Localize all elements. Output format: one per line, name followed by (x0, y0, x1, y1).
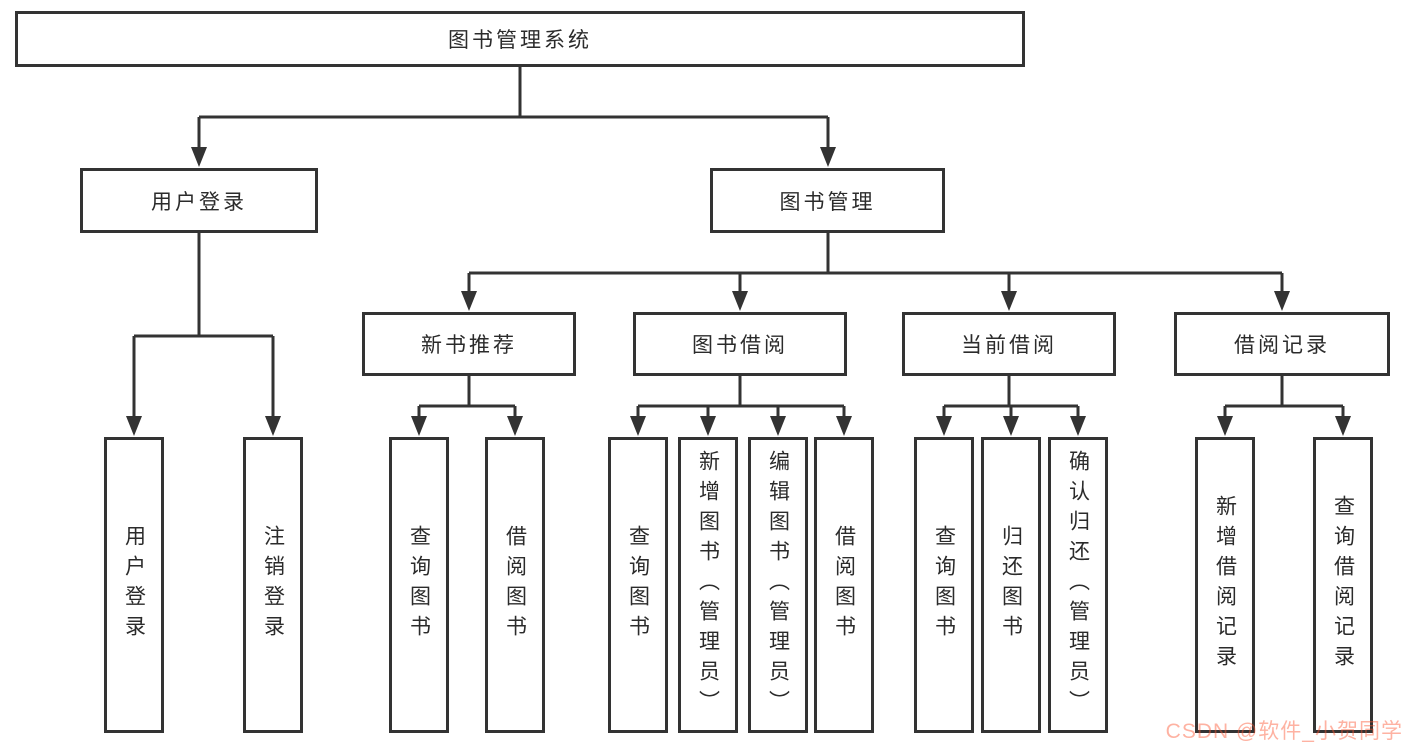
node-new-book-recommend-label: 新书推荐 (421, 334, 517, 357)
leaf-query-books-borrow-label: 查询图书 (626, 525, 650, 645)
node-root: 图书管理系统 (15, 11, 1025, 67)
node-borrow-records-label: 借阅记录 (1234, 334, 1330, 357)
arrow-icon (630, 416, 646, 436)
arrow-icon (732, 291, 748, 311)
node-user-login: 用户登录 (80, 168, 318, 233)
leaf-query-books-current-label: 查询图书 (932, 525, 956, 645)
leaf-add-borrow-record-label: 新增借阅记录 (1213, 495, 1237, 675)
node-current-borrowing-label: 当前借阅 (961, 334, 1057, 357)
node-borrow-records: 借阅记录 (1174, 312, 1390, 376)
leaf-query-books-borrow: 查询图书 (608, 437, 668, 733)
arrow-icon (1070, 416, 1086, 436)
leaf-query-books-recommend: 查询图书 (389, 437, 449, 733)
leaf-edit-book-admin: 编辑图书（管理员） (748, 437, 808, 733)
node-user-login-label: 用户登录 (151, 190, 247, 214)
leaf-add-borrow-record: 新增借阅记录 (1195, 437, 1255, 733)
arrow-icon (191, 147, 207, 167)
arrow-icon (770, 416, 786, 436)
arrow-icon (265, 416, 281, 436)
leaf-query-books-recommend-label: 查询图书 (407, 525, 431, 645)
leaf-user-login-label: 用户登录 (122, 525, 146, 645)
leaf-add-book-admin: 新增图书（管理员） (678, 437, 738, 733)
arrow-icon (126, 416, 142, 436)
node-root-label: 图书管理系统 (448, 29, 592, 52)
node-new-book-recommend: 新书推荐 (362, 312, 576, 376)
leaf-borrow-books-recommend-label: 借阅图书 (503, 525, 527, 645)
leaf-confirm-return-admin-label: 确认归还（管理员） (1066, 450, 1090, 720)
arrow-icon (1001, 291, 1017, 311)
arrow-icon (700, 416, 716, 436)
node-current-borrowing: 当前借阅 (902, 312, 1116, 376)
leaf-confirm-return-admin: 确认归还（管理员） (1048, 437, 1108, 733)
leaf-logout: 注销登录 (243, 437, 303, 733)
arrowheads (126, 147, 1351, 436)
watermark: CSDN @软件_小贺同学 (1165, 720, 1403, 743)
arrow-icon (507, 416, 523, 436)
leaf-borrow-books-label: 借阅图书 (832, 525, 856, 645)
leaf-query-borrow-record-label: 查询借阅记录 (1331, 495, 1355, 675)
node-book-borrowing-label: 图书借阅 (692, 334, 788, 357)
leaf-return-book-label: 归还图书 (999, 525, 1023, 645)
leaf-logout-label: 注销登录 (261, 525, 285, 645)
node-book-management-label: 图书管理 (779, 190, 876, 214)
leaf-return-book: 归还图书 (981, 437, 1041, 733)
leaf-borrow-books: 借阅图书 (814, 437, 874, 733)
arrow-icon (836, 416, 852, 436)
leaf-borrow-books-recommend: 借阅图书 (485, 437, 545, 733)
arrow-icon (461, 291, 477, 311)
leaf-query-borrow-record: 查询借阅记录 (1313, 437, 1373, 733)
leaf-user-login: 用户登录 (104, 437, 164, 733)
arrow-icon (411, 416, 427, 436)
node-book-management: 图书管理 (710, 168, 945, 233)
arrow-icon (1335, 416, 1351, 436)
leaf-query-books-current: 查询图书 (914, 437, 974, 733)
arrow-icon (1274, 291, 1290, 311)
arrow-icon (820, 147, 836, 167)
leaf-edit-book-admin-label: 编辑图书（管理员） (766, 450, 790, 720)
arrow-icon (1217, 416, 1233, 436)
arrow-icon (936, 416, 952, 436)
leaf-add-book-admin-label: 新增图书（管理员） (696, 450, 720, 720)
arrow-icon (1003, 416, 1019, 436)
node-book-borrowing: 图书借阅 (633, 312, 847, 376)
